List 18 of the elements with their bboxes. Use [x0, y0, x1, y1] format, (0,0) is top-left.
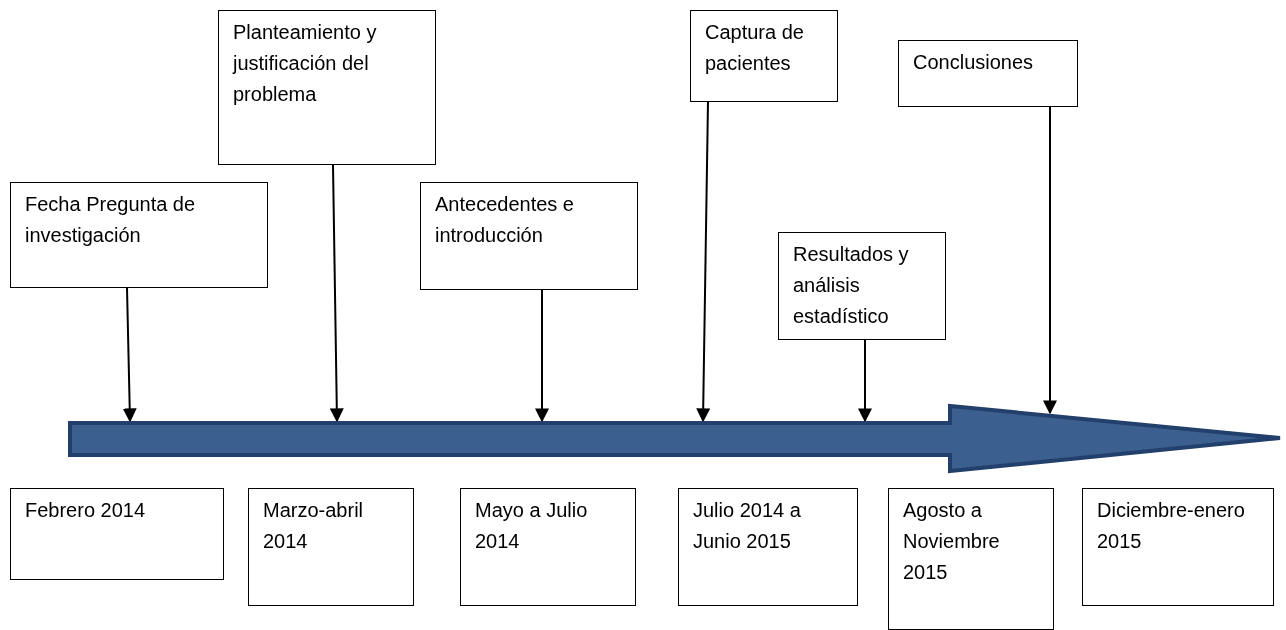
milestone-box: Resultados y análisis estadístico [778, 232, 946, 340]
date-box: Mayo a Julio 2014 [460, 488, 636, 606]
date-box: Marzo-abril 2014 [248, 488, 414, 606]
milestone-box: Captura de pacientes [690, 10, 838, 102]
milestone-box: Conclusiones [898, 40, 1078, 107]
arrow [329, 164, 344, 423]
date-box: Diciembre-enero 2015 [1082, 488, 1274, 606]
arrow [122, 287, 137, 423]
arrow [696, 101, 711, 423]
arrow [1043, 106, 1057, 415]
date-box: Agosto a Noviembre 2015 [888, 488, 1054, 630]
milestone-box: Antecedentes e introducción [420, 182, 638, 290]
arrow [858, 339, 872, 423]
arrow [535, 289, 549, 423]
date-box: Febrero 2014 [10, 488, 224, 580]
date-box: Julio 2014 a Junio 2015 [678, 488, 858, 606]
milestone-box: Planteamiento y justificación del problema [218, 10, 436, 165]
milestone-box: Fecha Pregunta de investigación [10, 182, 268, 288]
